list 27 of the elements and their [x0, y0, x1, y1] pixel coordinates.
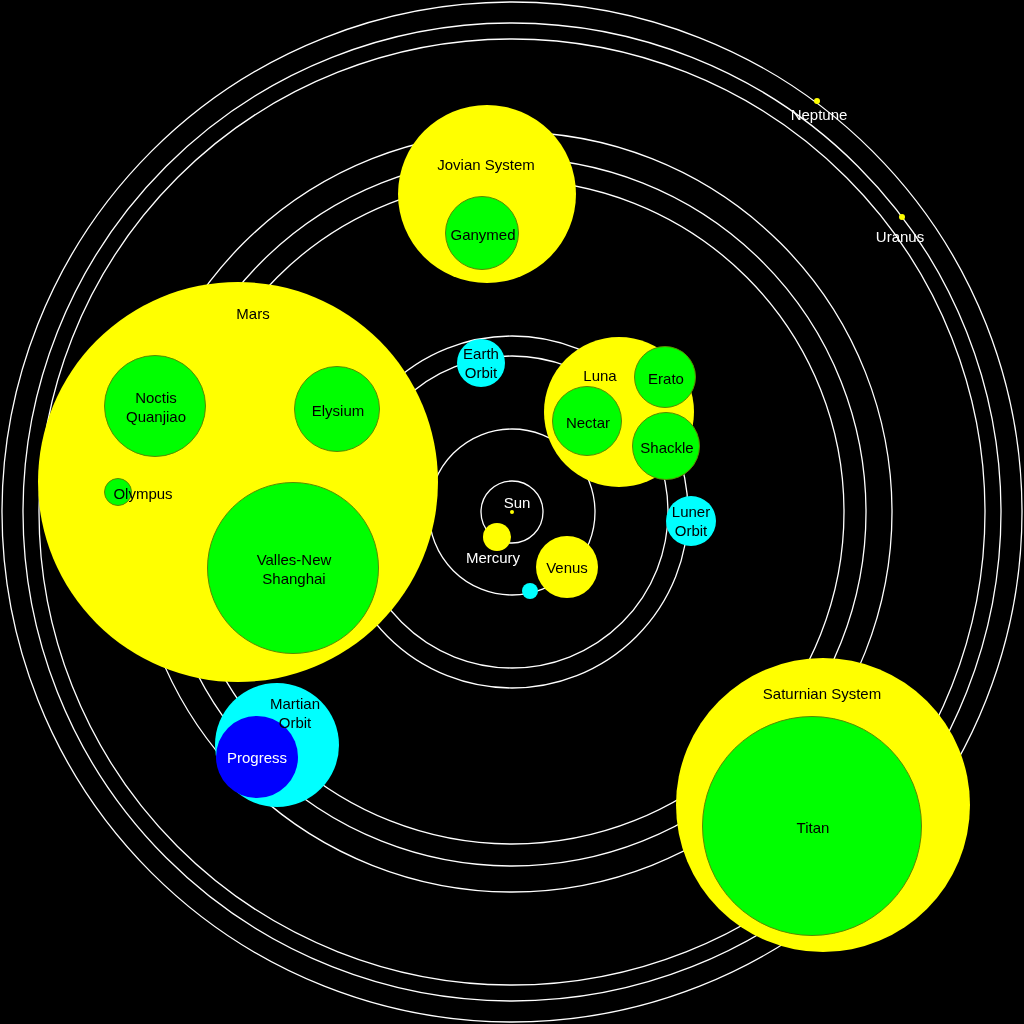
body-name: Erato — [648, 368, 684, 388]
planet-circle — [814, 98, 820, 104]
planet-label: Mercury — [465, 547, 521, 567]
body-name: Luner Orbit — [670, 502, 712, 540]
body-name: Luna — [583, 365, 617, 385]
body-name: Saturnian System — [762, 683, 882, 703]
body-name: Elysium — [311, 400, 365, 420]
body-name: Nectar — [565, 412, 611, 432]
planet-circle — [483, 523, 511, 551]
body-name: Progress — [227, 747, 287, 767]
body-name: Martian Orbit — [269, 694, 321, 732]
body-circle — [536, 536, 598, 598]
body-name: Titan — [796, 817, 830, 837]
body-name: Noctis Quanjiao — [124, 388, 187, 426]
planet-circle — [510, 510, 514, 514]
orbit-circle — [666, 496, 716, 546]
body-circle — [634, 346, 696, 408]
body-name: Shackle — [640, 437, 694, 457]
body-name: Mars — [236, 303, 270, 323]
planet-label: Sun — [503, 492, 531, 512]
body-name: Jovian System — [437, 154, 535, 174]
body-name: Ganymed — [450, 224, 516, 244]
body-name: Venus — [546, 557, 588, 577]
planet-circle — [899, 214, 905, 220]
planet-circle — [522, 583, 538, 599]
body-name: Valles-New Shanghai — [255, 550, 333, 588]
body-name: Earth Orbit — [462, 344, 500, 382]
